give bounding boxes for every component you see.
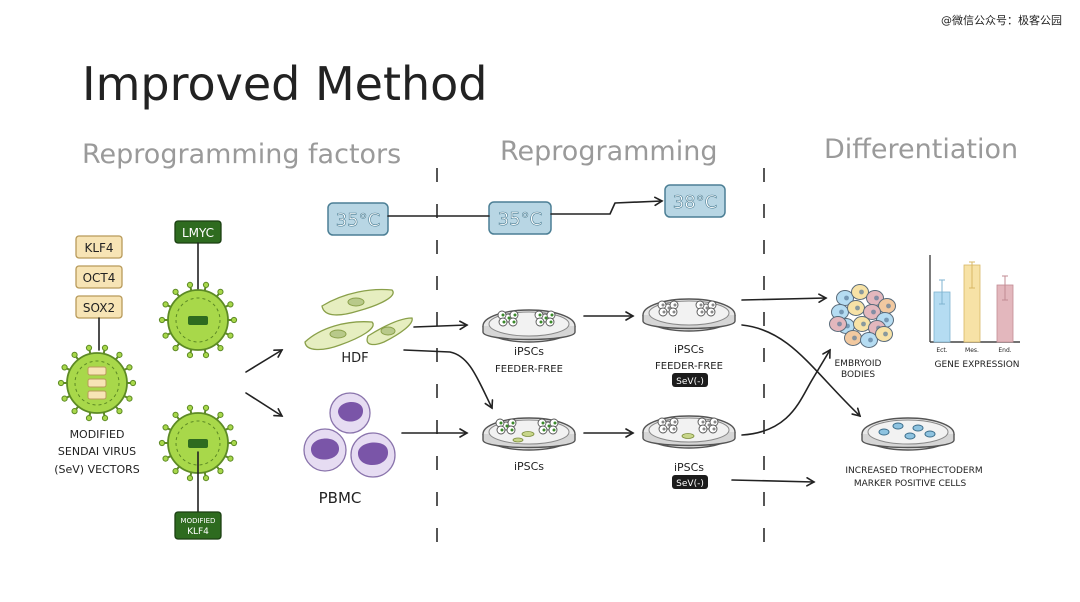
trophectoderm-label-line1: INCREASED TROPHECTODERM: [845, 466, 982, 476]
svg-text:SeV(-): SeV(-): [676, 377, 704, 387]
gene-bar-label-mes: Mes.: [965, 347, 979, 354]
arrow-hdf-to-dish2: [403, 349, 494, 410]
dish2-label: iPSCs: [514, 460, 544, 473]
dish-ipsc-ff-sev: [642, 298, 736, 332]
page-title: Improved Method: [82, 57, 488, 111]
factor-oct4: OCT4: [75, 265, 123, 289]
svg-text:35°C: 35°C: [336, 210, 380, 231]
svg-text:38°C: 38°C: [673, 192, 717, 213]
arrow-to-trophectoderm-2: [731, 477, 816, 487]
svg-text:KLF4: KLF4: [84, 241, 113, 255]
temp-box-3: 38°C: [664, 184, 726, 218]
gene-expression-label: GENE EXPRESSION: [934, 360, 1019, 370]
section-heading-reprogramming: Reprogramming: [500, 136, 717, 167]
dish1-label-line1: iPSCs: [514, 345, 544, 358]
dish3-label-line1: iPSCs: [674, 343, 704, 356]
dish-ipsc-feeder-free: [482, 309, 576, 343]
svg-text:35°C: 35°C: [498, 209, 542, 230]
dish-trophectoderm: [861, 417, 955, 451]
factor-sox2: SOX2: [75, 295, 123, 319]
gene-bar-ect-errorbar: [939, 279, 945, 305]
embryoid-label-line1: EMBRYOID: [835, 359, 882, 369]
vector-label-line3: (SeV) VECTORS: [54, 463, 140, 476]
svg-text:KLF4: KLF4: [187, 527, 209, 537]
sev-badge-2: SeV(-): [672, 475, 708, 489]
gene-bar-label-ect: Ect.: [936, 347, 947, 354]
svg-text:SOX2: SOX2: [83, 301, 115, 315]
temp-line-2: [550, 196, 664, 215]
hdf-label: HDF: [341, 351, 368, 366]
embryoid-label-line2: BODIES: [841, 370, 875, 380]
embryoid-bodies: [829, 284, 896, 348]
arrow-to-pbmc: [245, 392, 284, 417]
arrow-to-hdf: [245, 349, 284, 373]
svg-text:LMYC: LMYC: [182, 226, 214, 240]
temp-box-2: 35°C: [488, 201, 552, 235]
arrow-to-embryoid-2: [741, 348, 831, 436]
gene-bar-end-errorbar: [1002, 275, 1008, 301]
vector-label-line2: SENDAI VIRUS: [58, 445, 136, 458]
arrow-to-embryoid-1: [741, 293, 828, 303]
svg-text:OCT4: OCT4: [83, 271, 116, 285]
svg-text:MODIFIED: MODIFIED: [181, 517, 216, 525]
dish4-label: iPSCs: [674, 461, 704, 474]
arrow-hdf-to-dish1: [413, 320, 469, 331]
sendai-virus-lmyc: [158, 281, 238, 359]
temp-box-1: 35°C: [327, 202, 389, 236]
arrow-to-trophectoderm-1: [741, 324, 862, 418]
section-heading-factors: Reprogramming factors: [82, 139, 401, 170]
svg-text:SeV(-): SeV(-): [676, 479, 704, 489]
dish-ipsc-sev: [642, 415, 736, 449]
gene-bar-label-end: End.: [998, 347, 1011, 354]
pbmc-label: PBMC: [319, 489, 362, 507]
factor-modified-klf4: MODIFIED KLF4: [174, 511, 222, 540]
watermark: @微信公众号：极客公园: [941, 13, 1062, 27]
sendai-virus-main: [57, 344, 137, 422]
section-heading-differentiation: Differentiation: [824, 134, 1018, 165]
dish3-label-line2: FEEDER-FREE: [655, 361, 723, 372]
pbmc-cells: [303, 392, 396, 478]
gene-bar-mes-errorbar: [969, 261, 975, 289]
dish-ipsc-lower: [482, 417, 576, 451]
vector-label-line1: MODIFIED: [70, 428, 125, 441]
dish1-label-line2: FEEDER-FREE: [495, 364, 563, 375]
trophectoderm-label-line2: MARKER POSITIVE CELLS: [854, 479, 967, 489]
sev-badge-1: SeV(-): [672, 373, 708, 387]
factor-klf4: KLF4: [75, 235, 123, 259]
factor-lmyc: LMYC: [174, 220, 222, 244]
hdf-cells: [304, 288, 413, 351]
gene-expression-chart: Ect. Mes. End.: [929, 255, 1020, 354]
